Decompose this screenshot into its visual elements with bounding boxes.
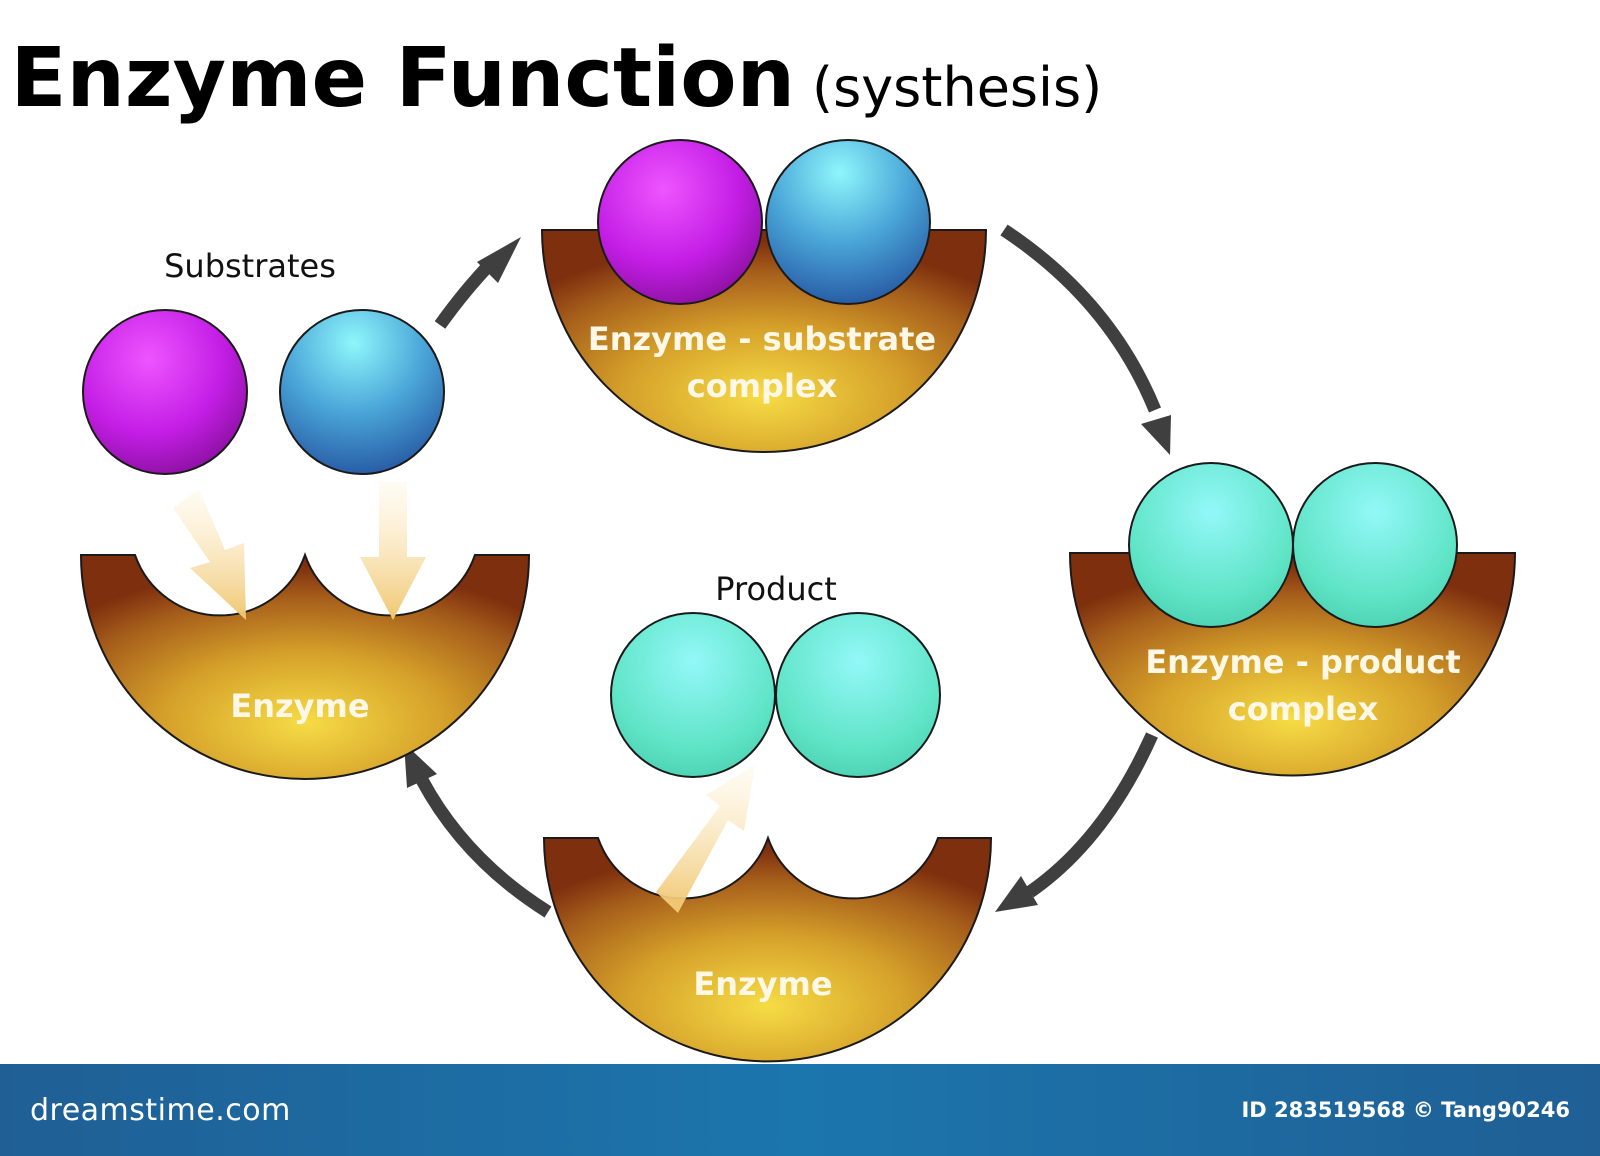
brand-watermark: dreamstime.com xyxy=(30,1092,291,1128)
cycle-arrow-es-to-ep xyxy=(1000,224,1162,413)
substrates-label: Substrates xyxy=(164,247,336,285)
enzyme-bottom-body xyxy=(542,834,993,1063)
enzyme-substrate-complex: Enzyme - substrate complex xyxy=(540,139,988,453)
binding-arrows xyxy=(173,482,426,620)
ep-complex-label-line1: Enzyme - product xyxy=(1145,643,1460,681)
ep-complex-label-line2: complex xyxy=(1228,690,1379,728)
substrate-a xyxy=(82,309,248,475)
footer-bar: dreamstime.com ID 283519568 © Tang90246 xyxy=(0,1064,1600,1156)
cycle-arrowhead-3 xyxy=(995,876,1038,912)
diagram-title: Enzyme Function xyxy=(11,31,796,126)
enzyme-body xyxy=(79,551,531,780)
cycle-arrows xyxy=(404,224,1171,918)
es-complex-label-line1: Enzyme - substrate xyxy=(588,320,936,358)
product-molecule-a xyxy=(610,612,776,778)
release-arrow xyxy=(656,765,755,913)
cycle-arrow-enzyme-to-start xyxy=(416,776,552,918)
diagram-subtitle: (systhesis) xyxy=(812,56,1102,119)
es-substrate-a xyxy=(597,139,763,305)
es-substrate-b xyxy=(765,139,931,305)
binding-arrow-a xyxy=(173,489,246,620)
enzyme-free-bottom: Enzyme xyxy=(542,834,993,1063)
enzyme-bottom-label: Enzyme xyxy=(693,965,832,1003)
cycle-arrow-substrates-to-es xyxy=(434,257,497,329)
cycle-arrowhead-2 xyxy=(1141,415,1171,455)
product-molecule-b xyxy=(775,612,941,778)
enzyme-product-complex: Enzyme - product complex xyxy=(1068,462,1517,777)
cycle-arrowhead-1 xyxy=(477,237,521,283)
enzyme-cycle-diagram: Enzyme Function (systhesis) Enzyme Subst… xyxy=(11,31,1517,1063)
ep-product-b xyxy=(1292,462,1458,628)
cycle-arrowhead-4 xyxy=(404,743,437,788)
stock-id: ID 283519568 © Tang90246 xyxy=(1241,1098,1570,1122)
ep-product-a xyxy=(1128,462,1294,628)
enzyme-free-left: Enzyme xyxy=(79,551,531,780)
product-label: Product xyxy=(715,570,837,608)
cycle-arrow-ep-to-enzyme xyxy=(1026,732,1158,898)
binding-arrow-b xyxy=(360,482,426,620)
enzyme-left-label: Enzyme xyxy=(230,687,369,725)
es-complex-label-line2: complex xyxy=(687,367,838,405)
substrate-b xyxy=(279,309,445,475)
